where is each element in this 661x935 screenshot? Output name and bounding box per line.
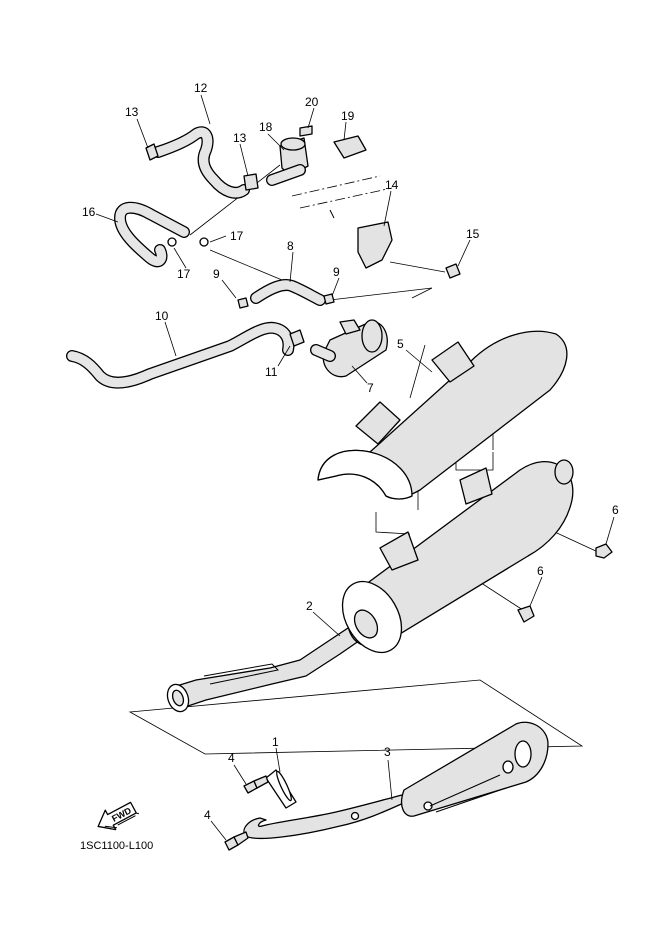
callout-label: 6 xyxy=(537,564,544,578)
callout-label: 1 xyxy=(272,735,279,749)
gasket-and-studs xyxy=(224,775,269,851)
callout-label: 5 xyxy=(397,337,404,351)
diagram-code: 1SC1100-L100 xyxy=(80,840,153,852)
callout-label: 3 xyxy=(384,745,391,759)
callout-label: 17 xyxy=(177,267,191,281)
callout-label: 13 xyxy=(233,131,247,145)
silencer-lower xyxy=(166,459,574,713)
callout-label: 15 xyxy=(466,227,480,241)
callout-label: 16 xyxy=(82,205,96,219)
callout-label: 20 xyxy=(305,95,319,109)
bolts xyxy=(445,263,613,623)
callout-label: 10 xyxy=(155,309,169,323)
callout-label: 12 xyxy=(194,81,208,95)
callout-label: 6 xyxy=(612,503,619,517)
callout-label: 8 xyxy=(287,239,294,253)
callout-label: 19 xyxy=(341,109,355,123)
callout-label: 2 xyxy=(306,599,313,613)
callout-label: 11 xyxy=(265,365,278,379)
callout-label: 9 xyxy=(213,267,220,281)
callout-label: 9 xyxy=(333,265,340,279)
callout-label: 14 xyxy=(385,178,399,192)
callout-label: 4 xyxy=(204,808,211,822)
callout-label: 13 xyxy=(125,105,139,119)
bracket xyxy=(329,209,393,269)
heat-shield xyxy=(317,330,568,500)
callout-label: 18 xyxy=(259,120,273,134)
hoses xyxy=(66,126,326,389)
hose-clamps xyxy=(145,143,335,347)
callout-labels: 13 12 13 18 20 19 14 15 16 17 17 8 9 9 1… xyxy=(82,81,619,822)
air-valve xyxy=(279,125,367,177)
callout-label: 4 xyxy=(228,751,235,765)
leader-lines xyxy=(95,94,615,841)
exhaust-pipe-front xyxy=(243,721,549,840)
fwd-arrow-icon: FWD xyxy=(97,801,140,831)
canister xyxy=(310,319,388,378)
callout-label: 17 xyxy=(230,229,244,243)
callout-label: 7 xyxy=(367,381,374,395)
